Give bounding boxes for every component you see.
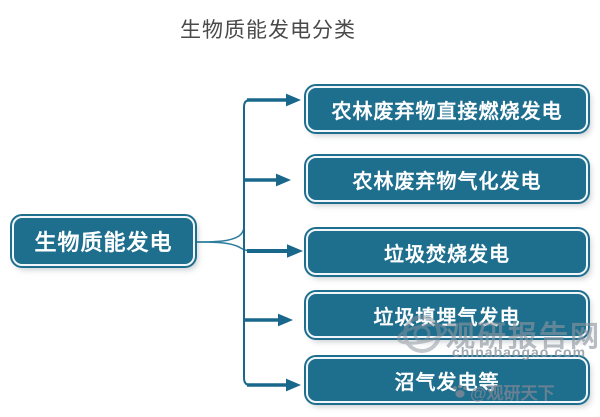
node-branch-landfill-gas: 垃圾填埋气发电	[306, 292, 588, 338]
node-branch-label: 农林废弃物直接燃烧发电	[331, 100, 563, 123]
node-branch-waste-incineration: 垃圾焚烧发电	[306, 229, 588, 275]
globe-icon	[396, 315, 448, 353]
node-branch-label: 垃圾焚烧发电	[384, 243, 510, 266]
node-branch-label: 沼气发电等	[394, 371, 500, 394]
watermark-credit: @观研天下	[452, 379, 555, 404]
watermark-credit-label: @观研天下	[470, 384, 555, 403]
node-branch-direct-combustion: 农林废弃物直接燃烧发电	[306, 86, 588, 132]
paw-icon	[453, 384, 467, 398]
node-root: 生物质能发电	[12, 216, 195, 266]
node-branch-gasification: 农林废弃物气化发电	[306, 156, 588, 202]
watermark-site-name: 观研报告网	[446, 321, 600, 353]
node-root-label: 生物质能发电	[34, 230, 173, 255]
node-branch-biogas: 沼气发电等	[306, 357, 588, 403]
diagram-title: 生物质能发电分类	[180, 19, 356, 42]
node-branch-label: 农林废弃物气化发电	[352, 170, 542, 193]
watermark-site-domain: chinabaogao.com	[452, 344, 587, 360]
